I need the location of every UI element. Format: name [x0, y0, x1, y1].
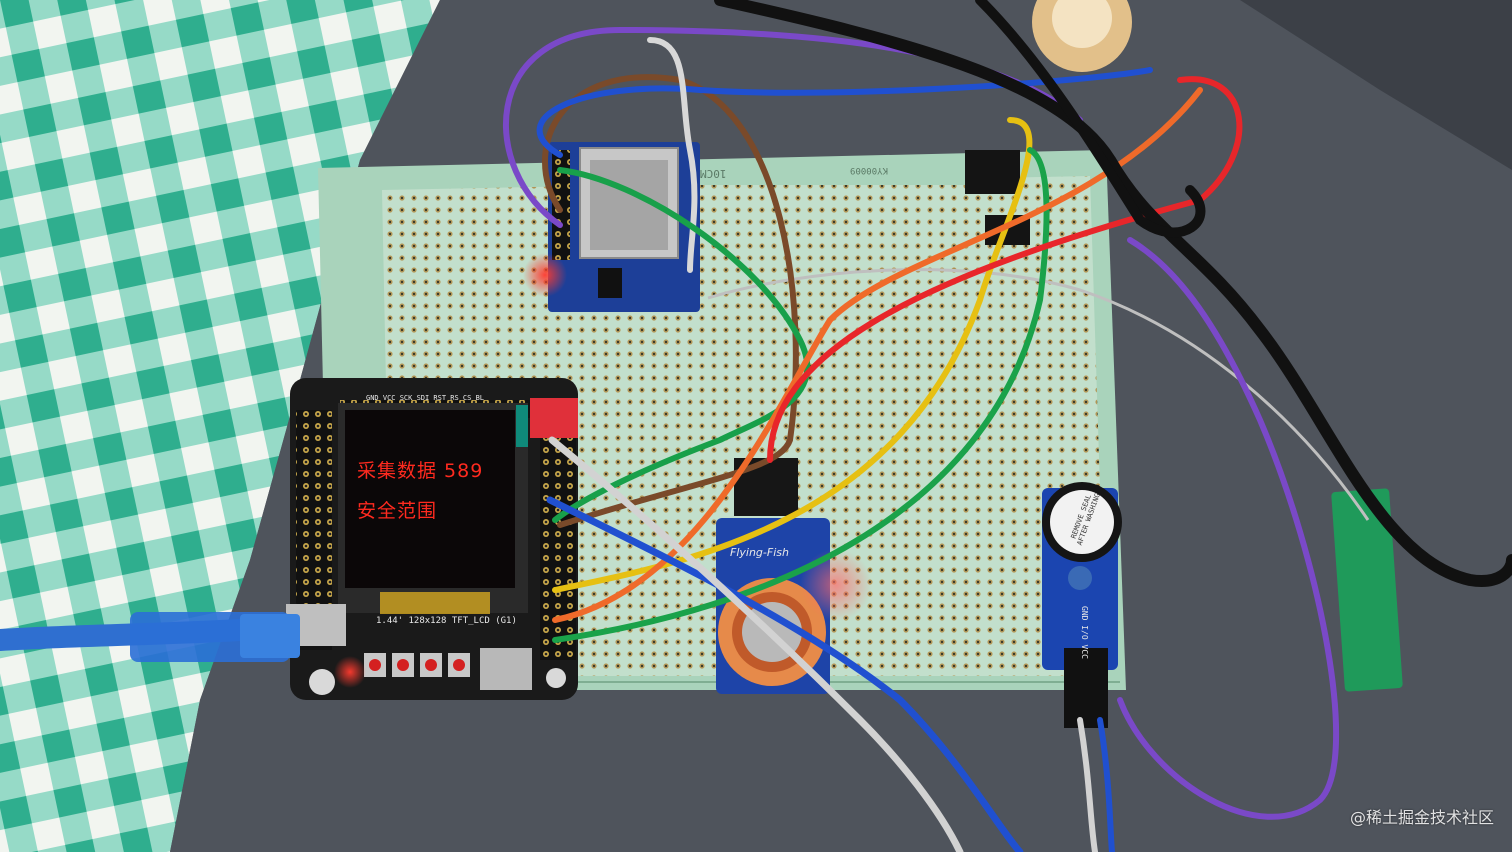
sd-card-module [523, 142, 700, 312]
jumper-wires [503, 0, 1512, 852]
board-header-label: GND VCC SCK SDI RST RS CS BL [366, 394, 485, 402]
lcd-line-2: 安全范围 [357, 500, 438, 522]
breadboard-size-label: 10CM [700, 167, 727, 180]
breadboard-code-label: KY00009 [850, 165, 888, 175]
header-connector [965, 150, 1020, 194]
lcd-screen [345, 410, 515, 588]
lcd-line-1: 采集数据 589 [357, 460, 484, 482]
usb-cable [0, 612, 300, 662]
flying-fish-label: Flying-Fish [730, 546, 789, 559]
lcd-model-label: 1.44' 128x128 TFT_LCD (G1) [376, 616, 517, 626]
dev-board [286, 378, 578, 700]
buzzer-module [1042, 482, 1122, 728]
buzzer-pin-label: GND I/O VCC [1079, 606, 1089, 659]
antenna [707, 268, 1403, 692]
watermark: @稀土掘金技术社区 [1349, 808, 1494, 827]
